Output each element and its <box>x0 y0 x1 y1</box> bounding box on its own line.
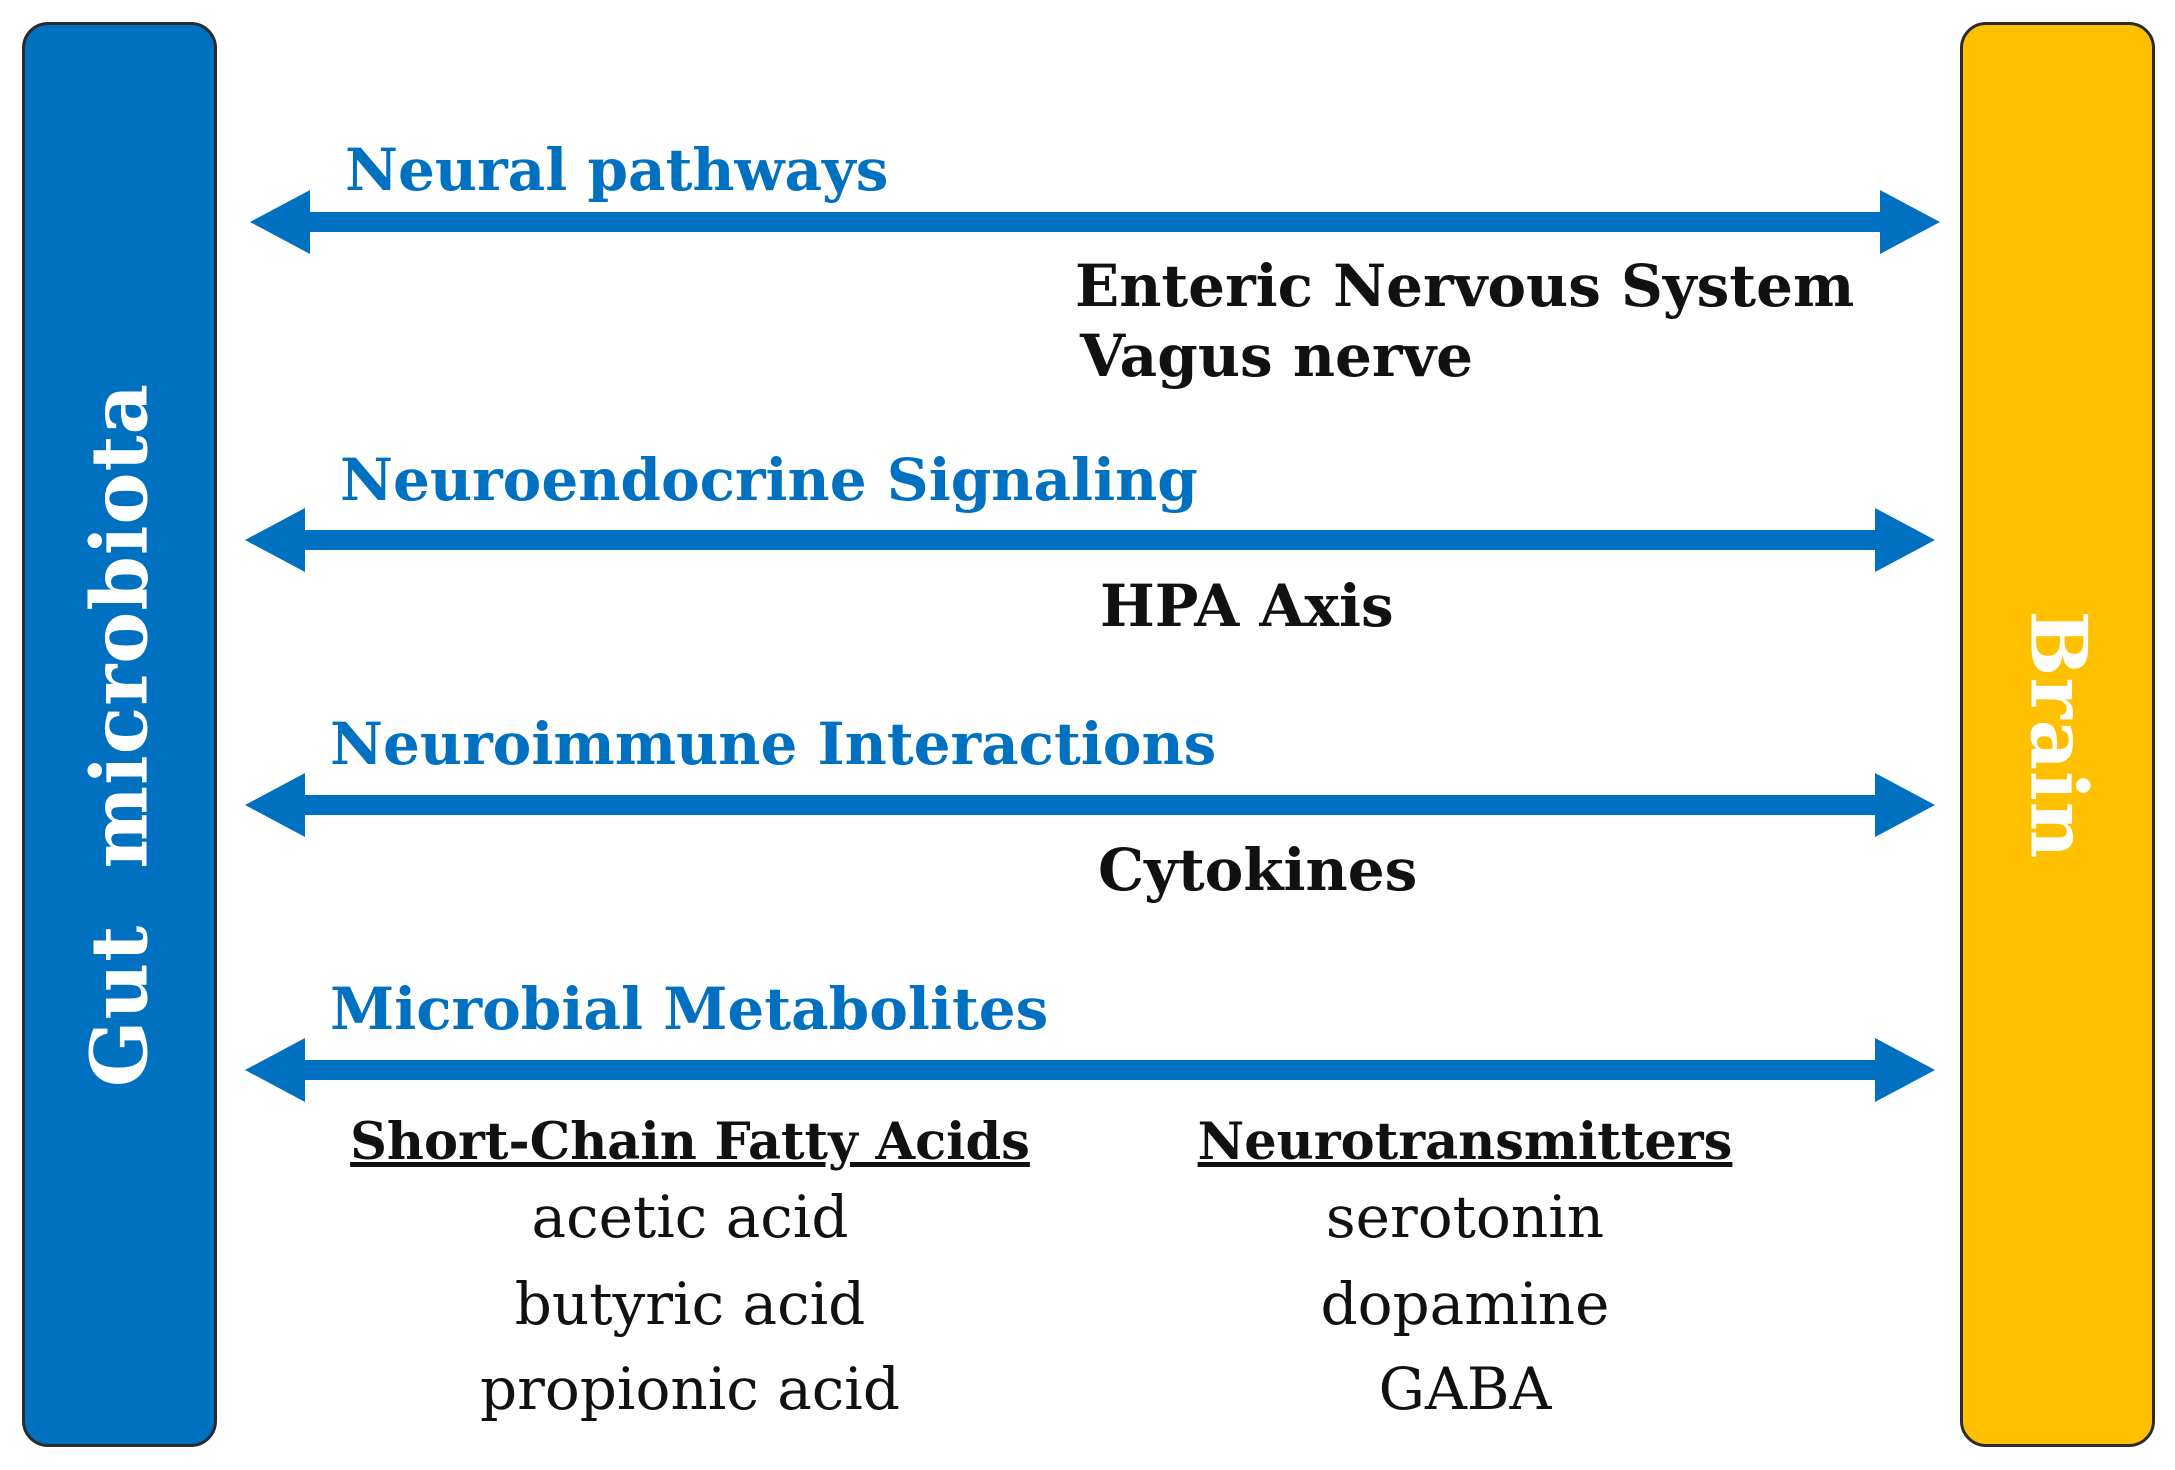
scfa-item: propionic acid <box>480 1355 900 1423</box>
arrow-neuroendocrine <box>245 508 1935 572</box>
scfa-heading: Short-Chain Fatty Acids <box>350 1112 1030 1172</box>
pathway-title-microbial-metabolites: Microbial Metabolites <box>330 975 1049 1043</box>
brain-box: Brain <box>1960 22 2155 1447</box>
pathway-title-neuroimmune: Neuroimmune Interactions <box>330 710 1217 778</box>
scfa-item: butyric acid <box>514 1270 866 1338</box>
arrow-neuroimmune <box>245 773 1935 837</box>
detail-cytokines: Cytokines <box>1098 836 1418 904</box>
scfa-item: acetic acid <box>531 1183 849 1251</box>
gut-microbiota-label: Gut microbiota <box>74 382 165 1087</box>
arrow-microbial-metabolites <box>245 1038 1935 1102</box>
neurotransmitter-item: GABA <box>1378 1355 1552 1423</box>
neurotransmitters-heading: Neurotransmitters <box>1197 1112 1733 1172</box>
gut-microbiota-box: Gut microbiota <box>22 22 217 1447</box>
brain-label: Brain <box>2012 610 2103 859</box>
detail-enteric-nervous-system: Enteric Nervous System <box>1075 252 1855 320</box>
neurotransmitter-item: dopamine <box>1320 1270 1610 1338</box>
detail-hpa-axis: HPA Axis <box>1100 572 1394 640</box>
pathway-title-neuroendocrine: Neuroendocrine Signaling <box>340 446 1198 514</box>
detail-vagus-nerve: Vagus nerve <box>1080 322 1474 390</box>
neurotransmitter-item: serotonin <box>1325 1183 1605 1251</box>
pathway-title-neural: Neural pathways <box>345 136 889 204</box>
